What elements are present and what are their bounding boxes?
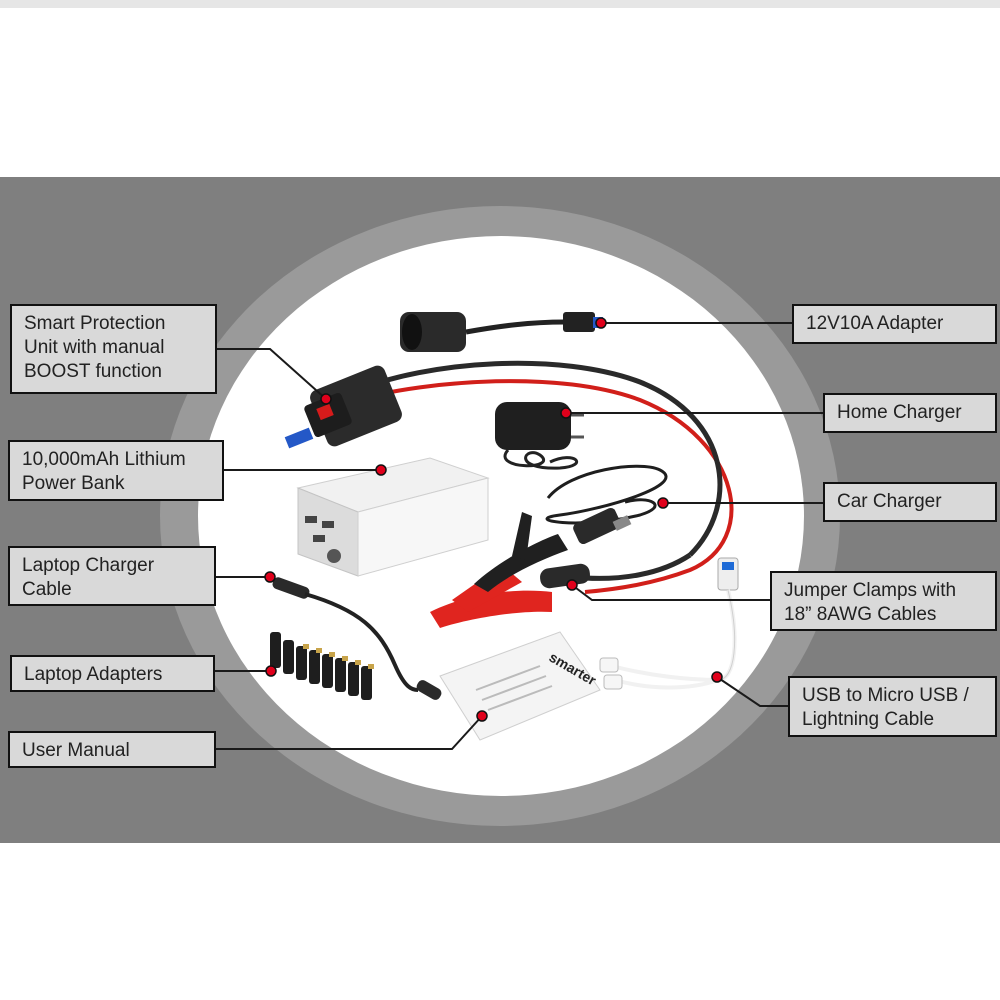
power-bank-front: [357, 477, 489, 577]
marker-power-bank: [375, 464, 387, 476]
laptop-cable-plug-right: [416, 680, 442, 700]
marker-car-charger: [657, 497, 669, 509]
leader-smart-protection: [215, 348, 327, 400]
marker-smart-protection: [320, 393, 332, 405]
label-car-charger: Car Charger: [823, 482, 997, 522]
black-clamp-cable: [584, 552, 692, 581]
top-strip: [0, 0, 1000, 8]
usb-port-3: [313, 535, 325, 542]
label-laptop-charger-cable: Laptop Charger Cable: [8, 546, 216, 606]
marker-laptop-adapters: [265, 665, 277, 677]
red-jumper-cable: [354, 379, 734, 594]
ec5-connector: [563, 312, 595, 332]
marker-usb-cable: [711, 671, 723, 683]
red-clamp-jaw: [430, 590, 552, 628]
clamp-cable-sleeve: [540, 563, 590, 589]
leader-usb-cable: [716, 676, 788, 707]
leader-user-manual: [214, 715, 483, 750]
black-clamp-jaw: [474, 534, 568, 592]
marker-laptop-charger-cable: [264, 571, 276, 583]
micro-usb-plug: [603, 674, 623, 690]
label-power-bank: 10,000mAh Lithium Power Bank: [8, 440, 224, 501]
leader-lines: [214, 322, 823, 750]
marker-home-charger: [560, 407, 572, 419]
label-12v-adapter: 12V10A Adapter: [792, 304, 997, 344]
marker-12v-adapter: [595, 317, 607, 329]
flashlight-lens: [327, 549, 341, 563]
black-clamp-handle: [512, 512, 532, 560]
adapter-12v-cable: [465, 319, 566, 335]
user-manual-illustration: smarter: [439, 631, 601, 741]
car-charger-illustration: [545, 464, 668, 545]
label-user-manual: User Manual: [8, 731, 216, 768]
label-jumper-clamps: Jumper Clamps with 18” 8AWG Cables: [770, 571, 997, 631]
jumper-clamps-illustration: [430, 512, 590, 628]
laptop-cable-plug-left: [272, 577, 310, 599]
socket-opening: [402, 314, 422, 350]
label-usb-cable: USB to Micro USB / Lightning Cable: [788, 676, 997, 737]
leader-jumper-clamps: [571, 584, 770, 601]
black-jumper-cable: [351, 360, 723, 557]
car-charger-plug: [573, 507, 621, 545]
smart-protection-unit-illustration: [284, 365, 402, 449]
car-charger-coil: [545, 464, 668, 525]
usb-port-2: [322, 521, 334, 528]
home-charger-brick: [495, 402, 571, 450]
usb-port-1: [305, 516, 317, 523]
usb-cable-illustration: [599, 557, 739, 690]
markers: [264, 317, 723, 722]
label-home-charger: Home Charger: [823, 393, 997, 433]
label-smart-protection: Smart Protection Unit with manual BOOST …: [10, 304, 217, 394]
label-laptop-adapters: Laptop Adapters: [10, 655, 215, 692]
boost-button: [316, 403, 334, 421]
laptop-charger-cable-illustration: [272, 577, 442, 700]
adapter-12v-illustration: [400, 312, 603, 352]
lightning-plug: [599, 657, 619, 673]
power-bank-illustration: [296, 457, 490, 577]
laptop-adapters-illustration: [270, 632, 374, 700]
laptop-cable-wire: [304, 592, 419, 692]
home-charger-illustration: [495, 402, 584, 470]
marker-user-manual: [476, 710, 488, 722]
marker-jumper-clamps: [566, 579, 578, 591]
home-charger-coil: [503, 448, 578, 470]
blue-plug: [284, 427, 314, 449]
